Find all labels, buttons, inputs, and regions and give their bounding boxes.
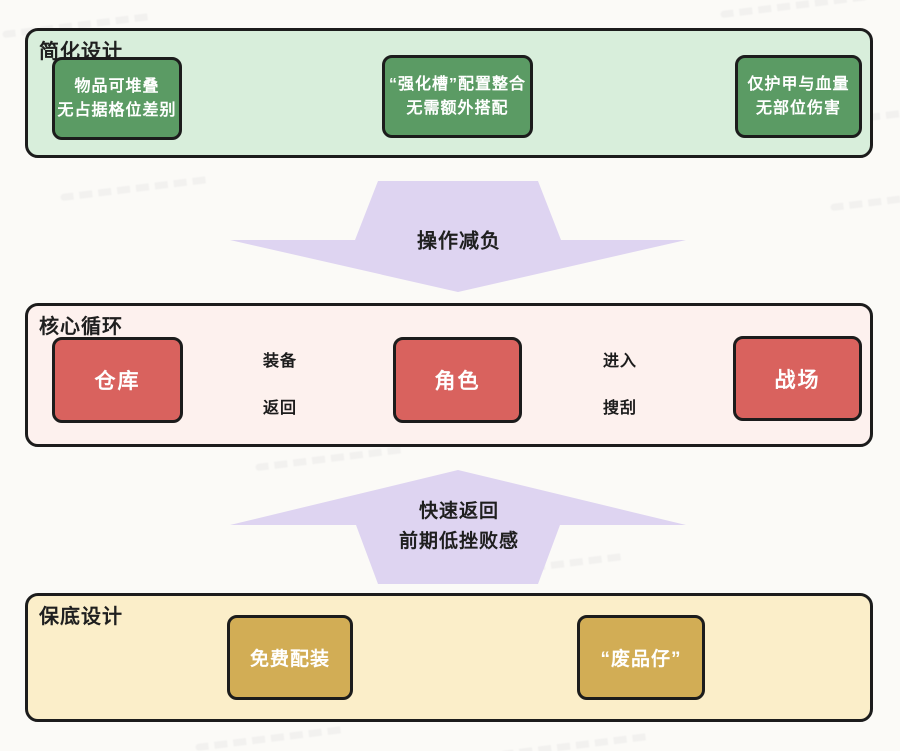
- node-item-stacking: 物品可堆叠 无占据格位差别: [52, 57, 182, 140]
- watermark: [830, 185, 900, 212]
- node-battlefield: 战场: [733, 336, 862, 421]
- node-label: 免费配装: [249, 649, 330, 670]
- watermark: [720, 0, 870, 19]
- section-safety-net: 保底设计 免费配装 “废品仔”: [25, 593, 873, 722]
- node-warehouse: 仓库: [52, 337, 183, 423]
- node-label: 仓库: [94, 370, 141, 393]
- node-line: 无需额外搭配: [406, 99, 509, 117]
- node-line: 仅护甲与血量: [747, 75, 850, 93]
- section-core-loop: 核心循环 仓库 角色 战场: [25, 303, 873, 447]
- edge-label-equip: 装备: [262, 353, 298, 370]
- watermark: [500, 732, 650, 751]
- node-line: 无占据格位差别: [57, 101, 177, 119]
- arrow-down-label: 操作减负: [417, 230, 501, 253]
- watermark: [60, 175, 210, 202]
- node-character: 角色: [393, 337, 522, 423]
- node-free-loadout: 免费配装: [227, 615, 353, 700]
- node-line: 物品可堆叠: [74, 77, 160, 95]
- arrow-up-label: 快速返回 前期低挫败感: [399, 497, 519, 557]
- arrow-up-line-2: 前期低挫败感: [398, 531, 520, 552]
- edge-label-enter: 进入: [602, 353, 638, 370]
- watermark: [195, 725, 345, 751]
- section-title: 保底设计: [39, 606, 123, 628]
- node-label: 角色: [434, 370, 481, 393]
- section-title: 核心循环: [39, 316, 123, 338]
- watermark: [255, 445, 405, 472]
- node-line: 无部位伤害: [755, 99, 841, 117]
- node-enhance-slot: “强化槽”配置整合 无需额外搭配: [382, 55, 533, 138]
- node-line: “强化槽”配置整合: [388, 75, 526, 93]
- node-scavenger: “废品仔”: [577, 615, 705, 700]
- node-label: “废品仔”: [600, 649, 682, 670]
- node-label: 战场: [774, 368, 821, 392]
- node-armor-health: 仅护甲与血量 无部位伤害: [735, 55, 862, 138]
- section-simplified-design: 简化设计 物品可堆叠 无占据格位差别 “强化槽”配置整合 无需额外搭配 仅护甲与…: [25, 28, 873, 158]
- arrow-up-line-1: 快速返回: [418, 501, 500, 522]
- edge-label-scavenge: 搜刮: [602, 400, 638, 417]
- edge-label-return: 返回: [262, 400, 298, 417]
